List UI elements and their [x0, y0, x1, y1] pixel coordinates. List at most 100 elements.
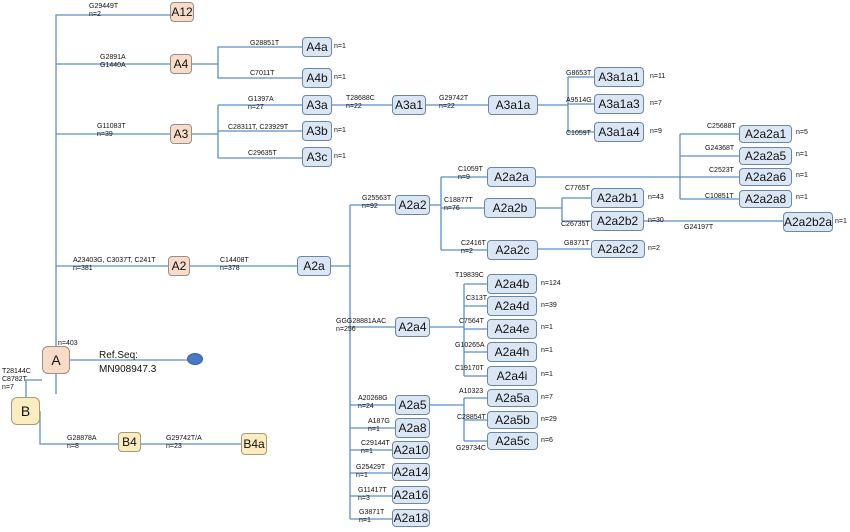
haplogroup-node-b: B	[11, 397, 40, 425]
haplogroup-node-a2a4i: A2a4i	[487, 366, 537, 386]
mutation-label: C28854T	[457, 414, 486, 421]
haplogroup-node-a3b: A3b	[302, 121, 332, 141]
haplogroup-node-a2a2a8: A2a2a8	[739, 190, 792, 208]
mutation-label: G10265A	[455, 342, 485, 349]
mutation-label: G29734C	[456, 445, 486, 452]
haplogroup-node-a3a1a3: A3a1a3	[594, 94, 644, 114]
haplogroup-node-a2a2c2: A2a2c2	[591, 240, 645, 258]
haplogroup-node-a2a2: A2a2	[395, 195, 430, 215]
haplogroup-node-a2a4d: A2a4d	[487, 296, 537, 316]
haplogroup-node-a2a5c: A2a5c	[487, 432, 538, 450]
reference-sequence-marker	[187, 353, 203, 365]
haplogroup-node-a3a: A3a	[302, 95, 332, 115]
haplogroup-node-a2: A2	[168, 256, 190, 276]
haplogroup-node-a2a5a: A2a5a	[487, 389, 538, 407]
haplogroup-node-a2a2a5: A2a2a5	[739, 147, 792, 165]
haplogroup-node-a2a2a1: A2a2a1	[739, 125, 792, 143]
sample-count-label: n=1	[334, 74, 346, 81]
haplogroup-node-a2a8: A2a8	[395, 418, 430, 438]
haplogroup-node-a4: A4	[170, 54, 192, 74]
branch-connector	[39, 411, 118, 445]
mutation-label: C1059T	[566, 130, 591, 137]
mutation-label: C7011T	[250, 70, 275, 77]
mutation-label: G8653T	[566, 70, 592, 77]
sample-count-label: n=1	[796, 194, 808, 201]
mutation-label: G24368T	[705, 145, 735, 152]
haplogroup-node-a2a5b: A2a5b	[487, 411, 538, 429]
sample-count-label: n=2	[648, 245, 660, 252]
mutation-label: G8371T	[564, 240, 590, 247]
haplogroup-node-a3a1a4: A3a1a4	[594, 122, 644, 142]
sample-count-label: n=5	[796, 129, 808, 136]
mutation-label: A9514G	[566, 97, 592, 104]
sample-count-label: n=1	[541, 347, 553, 354]
haplogroup-node-a2a5: A2a5	[395, 395, 430, 415]
sample-count-label: n=29	[541, 416, 557, 423]
mutation-label: C19170T	[455, 365, 484, 372]
haplogroup-node-a3: A3	[170, 124, 192, 144]
haplogroup-node-a2a2a: A2a2a	[487, 167, 536, 187]
haplogroup-node-a3a1a: A3a1a	[488, 95, 538, 115]
mutation-label: A10323	[459, 388, 484, 395]
sample-count-label: n=1	[541, 324, 553, 331]
mutation-label: C7765T	[565, 185, 590, 192]
haplogroup-node-a2a4h: A2a4h	[487, 342, 537, 362]
sample-count-label: n=1	[796, 151, 808, 158]
haplogroup-node-a2a: A2a	[297, 256, 331, 276]
sample-count-label: n=1	[334, 127, 346, 134]
sample-count-label: n=7	[650, 100, 662, 107]
branch-connector	[25, 379, 42, 397]
branch-connector	[192, 46, 302, 65]
haplogroup-node-a2a2b2: A2a2b2	[591, 211, 644, 231]
haplogroup-node-a2a4e: A2a4e	[487, 319, 537, 339]
sample-count-label: n=39	[541, 302, 557, 309]
haplogroup-node-a3a1: A3a1	[392, 95, 426, 115]
mutation-label: G28851T	[250, 40, 280, 47]
sample-count-label: n=403	[58, 340, 78, 347]
mutation-label: C25688T	[707, 123, 736, 130]
sample-count-label: n=6	[541, 437, 553, 444]
mutation-label: C7564T	[459, 318, 484, 325]
haplogroup-node-a2a2c: A2a2c	[487, 240, 538, 260]
mutation-label: C29635T	[248, 150, 277, 157]
branch-connector	[55, 14, 170, 346]
sample-count-label: n=7	[541, 394, 553, 401]
reference-label: Ref.Seq:	[99, 350, 138, 361]
haplogroup-node-a2a10: A2a10	[392, 441, 430, 459]
mutation-label: C10851T	[705, 193, 734, 200]
mutation-label: T19839C	[455, 272, 484, 279]
haplogroup-node-a2a14: A2a14	[392, 463, 430, 481]
haplogroup-node-a3a1a1: A3a1a1	[594, 67, 644, 87]
haplogroup-node-a: A	[42, 346, 70, 374]
mutation-label: C2523T	[709, 167, 734, 174]
haplogroup-node-a2a16: A2a16	[392, 486, 430, 504]
mutation-label: G24197T	[684, 224, 714, 231]
haplogroup-node-a4a: A4a	[302, 37, 332, 57]
sample-count-label: n=11	[650, 73, 666, 80]
haplogroup-node-a2a18: A2a18	[392, 509, 430, 527]
mutation-label: C26735T	[561, 221, 590, 228]
haplogroup-node-b4: B4	[118, 432, 141, 452]
sample-count-label: n=1	[796, 172, 808, 179]
